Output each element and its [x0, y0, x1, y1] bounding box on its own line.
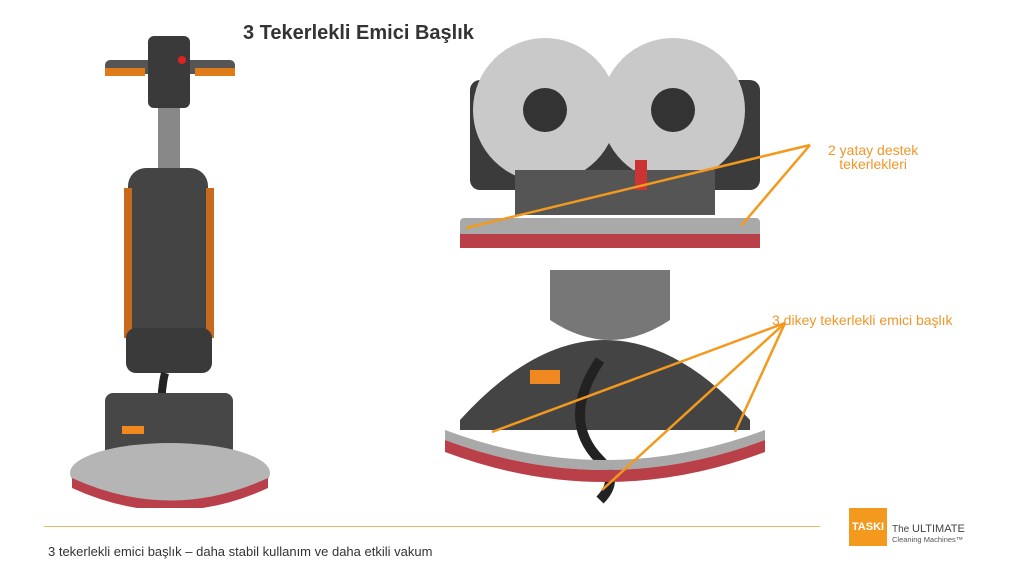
annotation-line: 2 yatay destek	[828, 142, 919, 158]
tagline-main: ULTIMATE	[912, 523, 965, 535]
pointer-line	[601, 322, 786, 491]
brush-head-image	[460, 38, 760, 248]
scrubber-machine-image	[70, 36, 270, 508]
taski-logo: TASKI	[849, 508, 887, 546]
pointer-line	[733, 322, 787, 433]
annotation-vertical-wheels: 3 dikey tekerlekli emici başlık	[772, 312, 953, 328]
logo-subtagline: Cleaning Machines™	[892, 535, 964, 544]
pointer-line	[491, 321, 786, 434]
logo-tagline: The ULTIMATE	[892, 523, 965, 535]
pointer-line	[740, 144, 811, 227]
annotation-horizontal-wheels: 2 yatay destek tekerlekleri	[828, 143, 918, 171]
footer-caption: 3 tekerlekli emici başlık – daha stabil …	[48, 544, 433, 559]
footer-divider	[44, 526, 820, 527]
slide-title: 3 Tekerlekli Emici Başlık	[243, 22, 474, 44]
annotation-line: tekerlekleri	[839, 156, 907, 172]
tagline-prefix: The	[892, 524, 910, 535]
pointer-line	[465, 143, 811, 230]
